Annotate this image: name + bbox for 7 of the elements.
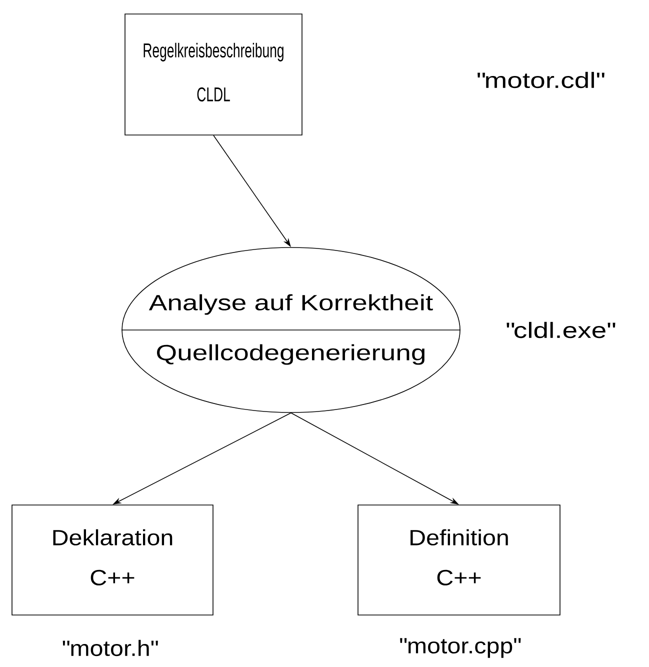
process-box: Definition C++ (358, 504, 560, 616)
file-name-label: "cldl.exe" (506, 322, 616, 338)
process-box: Deklaration C++ (12, 504, 214, 616)
file-name-label: "motor.h" (62, 640, 158, 656)
process-box: Regelkreisbeschreibung CLDL (124, 14, 302, 136)
file-name-label: "motor.cdl" (478, 72, 604, 88)
file-name-label: "motor.cpp" (400, 638, 521, 658)
